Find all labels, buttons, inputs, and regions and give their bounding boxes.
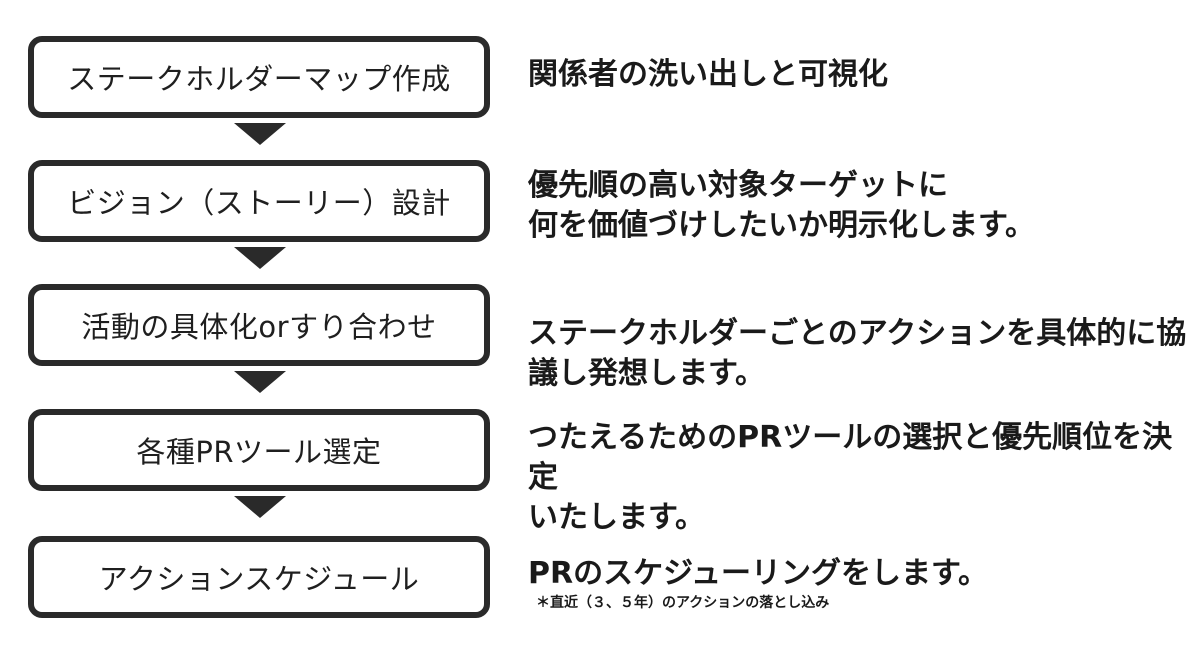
description-line: 何を価値づけしたいか明示化します。 bbox=[528, 208, 1035, 243]
down-arrow-icon bbox=[234, 371, 286, 393]
step-description-5: PRのスケジューリングをします。 ＊直近（３、５年）のアクションの落とし込み bbox=[528, 554, 1188, 612]
step-box-2: ビジョン（ストーリー）設計 bbox=[28, 160, 490, 242]
description-line: PRのスケジューリングをします。 bbox=[528, 556, 988, 591]
step-description-3: ステークホルダーごとのアクションを具体的に協 議し発想します。 bbox=[528, 314, 1188, 394]
step-description-4: つたえるためのPRツールの選択と優先順位を決定 いたします。 bbox=[528, 418, 1188, 538]
step-description-2: 優先順の高い対象ターゲットに 何を価値づけしたいか明示化します。 bbox=[528, 166, 1188, 246]
description-line: 関係者の洗い出しと可視化 bbox=[528, 57, 888, 92]
description-line: ステークホルダーごとのアクションを具体的に協 bbox=[528, 316, 1187, 351]
step-label-4: 各種PRツール選定 bbox=[136, 435, 382, 469]
step-box-1: ステークホルダーマップ作成 bbox=[28, 36, 490, 118]
down-arrow-icon bbox=[234, 123, 286, 145]
step-label-3: 活動の具体化orすり合わせ bbox=[81, 310, 437, 344]
description-line: つたえるためのPRツールの選択と優先順位を決定 bbox=[528, 420, 1173, 495]
step-label-2: ビジョン（ストーリー）設計 bbox=[67, 186, 451, 220]
description-line: 優先順の高い対象ターゲットに bbox=[528, 168, 948, 203]
step-box-5: アクションスケジュール bbox=[28, 536, 490, 618]
step-box-3: 活動の具体化orすり合わせ bbox=[28, 284, 490, 366]
description-line: いたします。 bbox=[528, 500, 705, 535]
step-label-1: ステークホルダーマップ作成 bbox=[67, 62, 451, 96]
description-note: ＊直近（３、５年）のアクションの落とし込み bbox=[536, 595, 830, 611]
step-box-4: 各種PRツール選定 bbox=[28, 409, 490, 491]
description-line: 議し発想します。 bbox=[528, 356, 765, 391]
step-description-1: 関係者の洗い出しと可視化 bbox=[528, 55, 1188, 95]
down-arrow-icon bbox=[234, 496, 286, 518]
step-label-5: アクションスケジュール bbox=[98, 562, 420, 596]
down-arrow-icon bbox=[234, 247, 286, 269]
